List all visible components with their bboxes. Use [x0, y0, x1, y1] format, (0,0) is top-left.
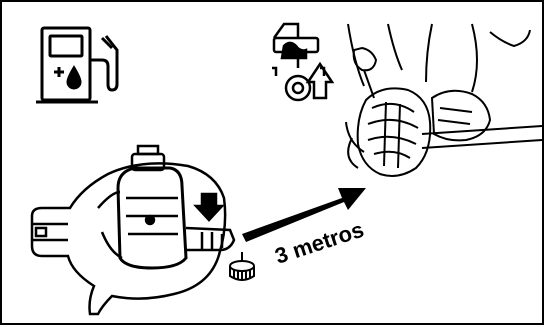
fuel-pump-icon [36, 28, 117, 102]
blower-unit-illustration [32, 146, 234, 314]
fuel-cap-illustration [230, 252, 254, 281]
starter-pull-icon [272, 24, 332, 100]
operator-illustration [346, 24, 542, 176]
